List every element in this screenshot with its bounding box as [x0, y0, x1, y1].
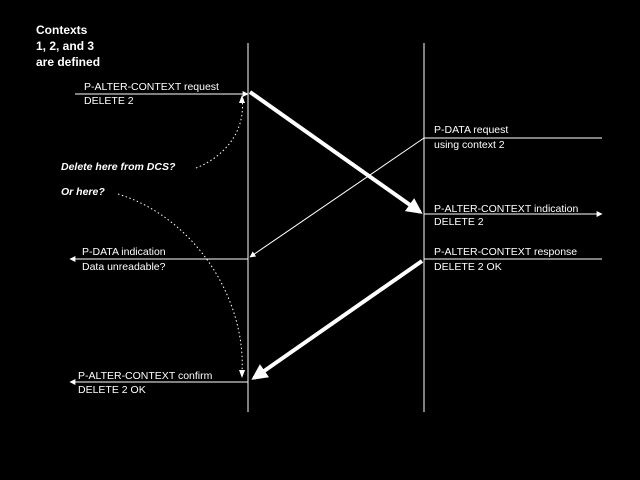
alter-indication-label: P-ALTER-CONTEXT indication	[434, 203, 579, 215]
title-line-1: Contexts	[36, 23, 88, 37]
or-here-pointer	[117, 193, 243, 373]
alter-request-detail: DELETE 2	[84, 95, 134, 107]
alter-confirm-detail: DELETE 2 OK	[78, 384, 146, 396]
alter-context-return-flow	[251, 259, 424, 380]
alter-request-label: P-ALTER-CONTEXT request	[84, 81, 219, 93]
diagram-title: Contexts 1, 2, and 3 are defined	[36, 22, 100, 70]
alter-indication-detail: DELETE 2	[434, 216, 484, 228]
delete-here-pointer	[195, 97, 243, 169]
data-indication-detail: Data unreadable?	[82, 261, 166, 273]
or-here-note: Or here?	[61, 186, 105, 198]
alter-context-forward-flow	[248, 90, 423, 214]
alter-confirm-label: P-ALTER-CONTEXT confirm	[78, 370, 213, 382]
title-line-2: 1, 2, and 3	[36, 39, 95, 53]
data-flow-diagonal	[249, 137, 425, 258]
or-here-pointer-head	[239, 370, 245, 378]
data-request-label: P-DATA request	[434, 124, 509, 136]
alter-response-label: P-ALTER-CONTEXT response	[434, 246, 578, 258]
alter-response-detail: DELETE 2 OK	[434, 261, 502, 273]
title-line-3: are defined	[36, 55, 101, 69]
delete-here-pointer-head	[239, 95, 245, 103]
delete-here-note: Delete here from DCS?	[61, 161, 176, 173]
data-request-detail: using context 2	[434, 139, 505, 151]
data-indication-label: P-DATA indication	[82, 246, 166, 258]
